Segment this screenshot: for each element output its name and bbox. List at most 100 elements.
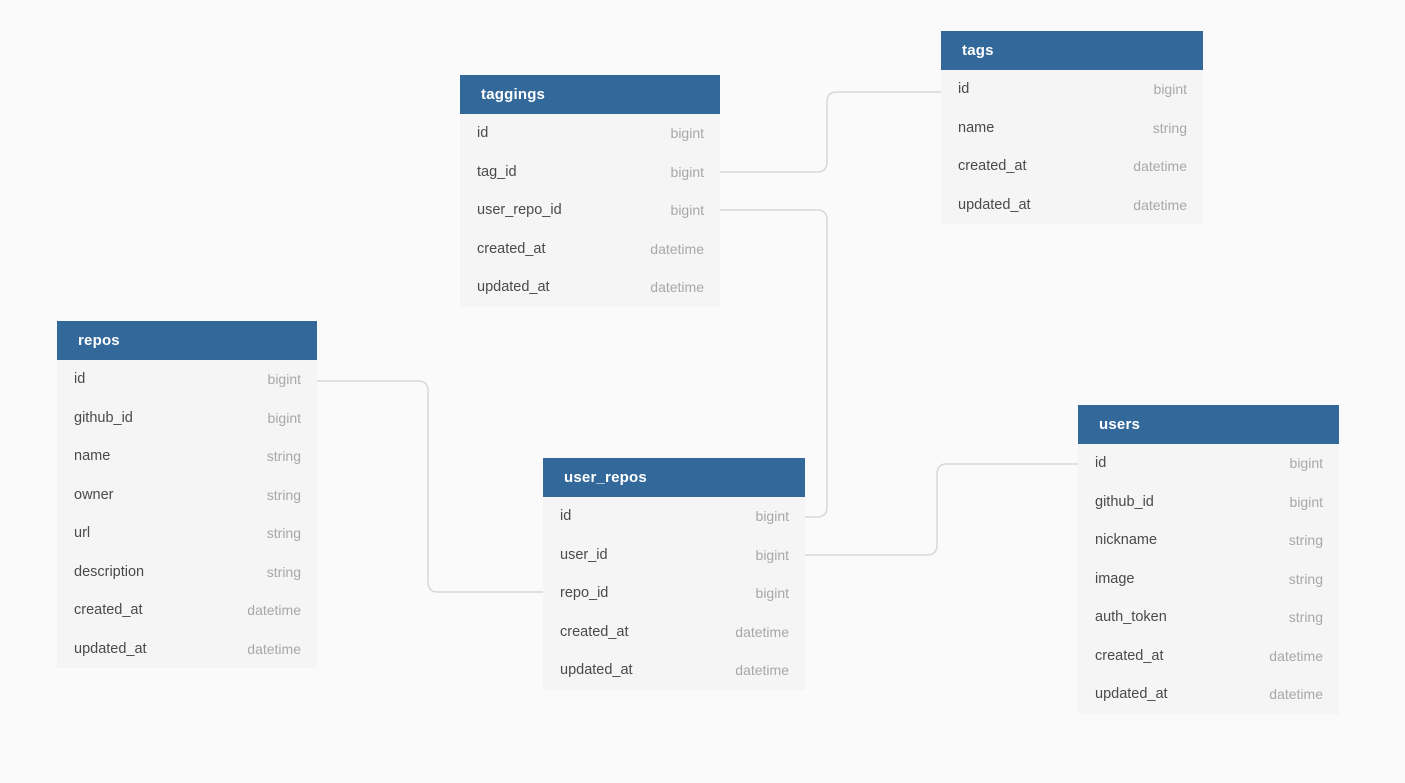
field-row[interactable]: id bigint [941, 70, 1203, 109]
field-type: bigint [670, 202, 704, 219]
field-type: datetime [247, 602, 301, 619]
field-name: description [74, 563, 145, 580]
field-row[interactable]: name string [941, 109, 1203, 148]
field-name: nickname [1095, 532, 1158, 549]
table-title: taggings [481, 86, 546, 103]
field-row[interactable]: updated_at datetime [460, 268, 720, 307]
field-name: updated_at [74, 640, 147, 657]
table-title: tags [962, 42, 994, 59]
field-row[interactable]: created_at datetime [543, 613, 805, 652]
field-row[interactable]: id bigint [543, 497, 805, 536]
field-type: string [1288, 609, 1323, 626]
field-name: github_id [1095, 493, 1154, 510]
field-name: github_id [74, 409, 133, 426]
field-row[interactable]: updated_at datetime [543, 651, 805, 690]
field-type: bigint [1289, 493, 1323, 510]
field-name: name [74, 448, 111, 465]
field-name: name [958, 119, 995, 136]
field-type: string [266, 448, 301, 465]
field-row[interactable]: updated_at datetime [57, 630, 317, 669]
field-name: updated_at [560, 662, 633, 679]
field-name: owner [74, 486, 114, 503]
field-type: datetime [650, 279, 704, 296]
field-name: image [1095, 570, 1135, 587]
relationship-taggings-tag_id-tags-id [720, 91, 941, 173]
field-name: id [560, 508, 572, 525]
field-name: created_at [74, 602, 143, 619]
field-name: url [74, 525, 91, 542]
field-name: id [74, 371, 86, 388]
field-name: updated_at [1095, 686, 1168, 703]
field-row[interactable]: created_at datetime [1078, 637, 1339, 676]
table-title: user_repos [564, 469, 647, 486]
field-name: created_at [477, 240, 546, 257]
field-type: string [1288, 532, 1323, 549]
table-repos-header[interactable]: repos [57, 321, 317, 360]
field-name: id [1095, 455, 1107, 472]
field-row[interactable]: created_at datetime [57, 591, 317, 630]
field-type: string [1288, 570, 1323, 587]
field-name: created_at [958, 158, 1027, 175]
field-row[interactable]: github_id bigint [1078, 483, 1339, 522]
field-name: updated_at [477, 279, 550, 296]
table-user-repos-header[interactable]: user_repos [543, 458, 805, 497]
field-row[interactable]: auth_token string [1078, 598, 1339, 637]
field-row[interactable]: name string [57, 437, 317, 476]
field-row[interactable]: tag_id bigint [460, 153, 720, 192]
field-row[interactable]: user_id bigint [543, 536, 805, 575]
field-type: datetime [735, 623, 789, 640]
field-row[interactable]: description string [57, 553, 317, 592]
table-tags-fields: id bigint name string created_at datetime upda… [941, 70, 1203, 224]
field-name: id [477, 125, 489, 142]
field-type: bigint [267, 371, 301, 388]
field-row[interactable]: created_at datetime [941, 147, 1203, 186]
relationship-repos-id-user_repos-repo_id [316, 380, 543, 593]
field-type: bigint [755, 508, 789, 525]
table-tags[interactable]: tags id bigint name string created_at datetim… [941, 31, 1203, 224]
field-row[interactable]: user_repo_id bigint [460, 191, 720, 230]
field-name: created_at [1095, 647, 1164, 664]
table-tags-header[interactable]: tags [941, 31, 1203, 70]
field-type: string [266, 563, 301, 580]
field-row[interactable]: image string [1078, 560, 1339, 599]
field-type: datetime [735, 662, 789, 679]
relationship-user_repos-user_id-users-id [805, 463, 1078, 556]
field-type: string [266, 525, 301, 542]
field-type: bigint [670, 163, 704, 180]
field-type: datetime [247, 640, 301, 657]
field-name: user_id [560, 546, 608, 563]
field-name: user_repo_id [477, 202, 562, 219]
field-type: datetime [1269, 647, 1323, 664]
field-type: bigint [267, 409, 301, 426]
field-name: updated_at [958, 196, 1031, 213]
field-row[interactable]: nickname string [1078, 521, 1339, 560]
field-row[interactable]: github_id bigint [57, 399, 317, 438]
table-taggings-header[interactable]: taggings [460, 75, 720, 114]
field-type: datetime [1133, 158, 1187, 175]
field-name: id [958, 81, 970, 98]
table-repos[interactable]: repos id bigint github_id bigint name string o… [57, 321, 317, 668]
field-type: string [1152, 119, 1187, 136]
field-row[interactable]: id bigint [57, 360, 317, 399]
field-name: created_at [560, 623, 629, 640]
field-type: bigint [1153, 81, 1187, 98]
field-type: bigint [755, 546, 789, 563]
table-users-header[interactable]: users [1078, 405, 1339, 444]
field-name: auth_token [1095, 609, 1167, 626]
field-name: tag_id [477, 163, 517, 180]
field-row[interactable]: url string [57, 514, 317, 553]
